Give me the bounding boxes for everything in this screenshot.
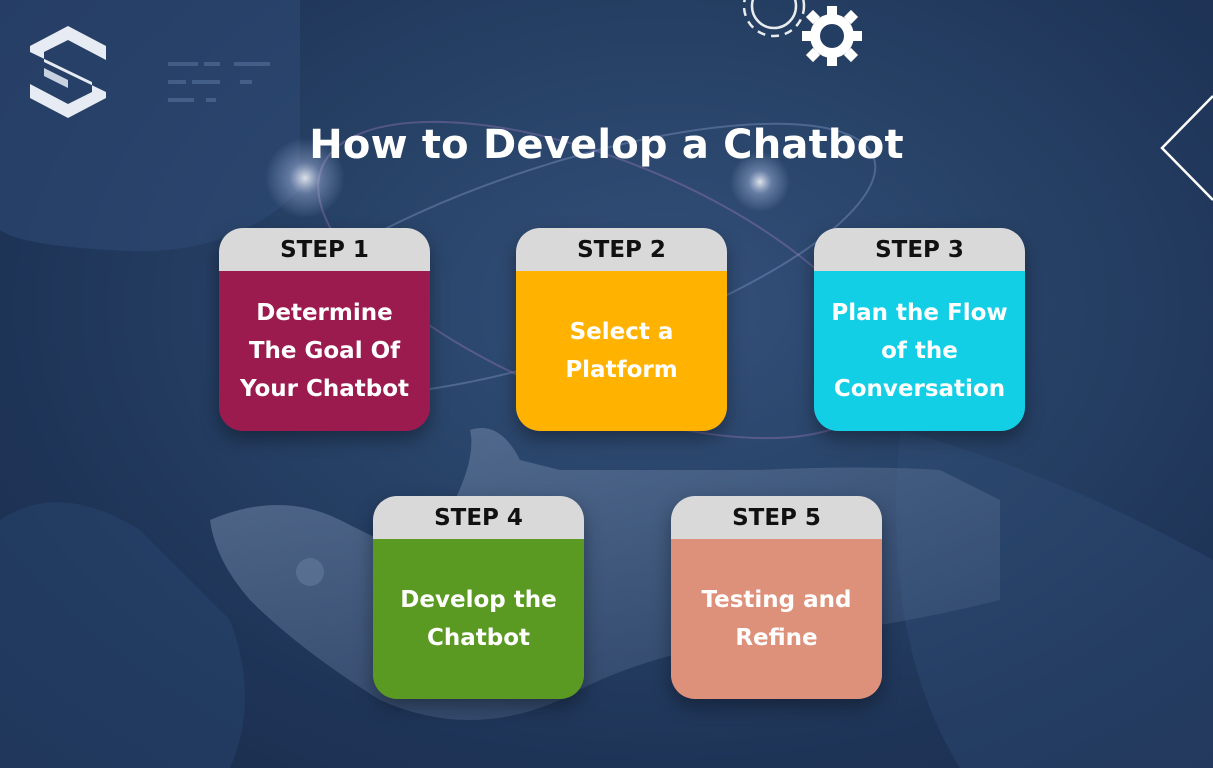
step-text: Testing and Refine: [671, 539, 882, 699]
step-text: Plan the Flow of the Conversation: [814, 271, 1025, 431]
step-label: STEP 4: [373, 496, 584, 539]
step-label: STEP 2: [516, 228, 727, 271]
step-card-3: STEP 3 Plan the Flow of the Conversation: [814, 228, 1025, 431]
step-card-4: STEP 4 Develop the Chatbot: [373, 496, 584, 699]
step-card-2: STEP 2 Select a Platform: [516, 228, 727, 431]
page-title: How to Develop a Chatbot: [309, 122, 904, 168]
step-card-5: STEP 5 Testing and Refine: [671, 496, 882, 699]
step-text: Develop the Chatbot: [373, 539, 584, 699]
step-label: STEP 1: [219, 228, 430, 271]
step-text: Determine The Goal Of Your Chatbot: [219, 271, 430, 431]
step-text: Select a Platform: [516, 271, 727, 431]
step-card-1: STEP 1 Determine The Goal Of Your Chatbo…: [219, 228, 430, 431]
gear-icon: [742, 0, 862, 66]
chevron-icon: [1160, 95, 1213, 201]
step-label: STEP 5: [671, 496, 882, 539]
logo-icon: [30, 26, 106, 118]
step-label: STEP 3: [814, 228, 1025, 271]
